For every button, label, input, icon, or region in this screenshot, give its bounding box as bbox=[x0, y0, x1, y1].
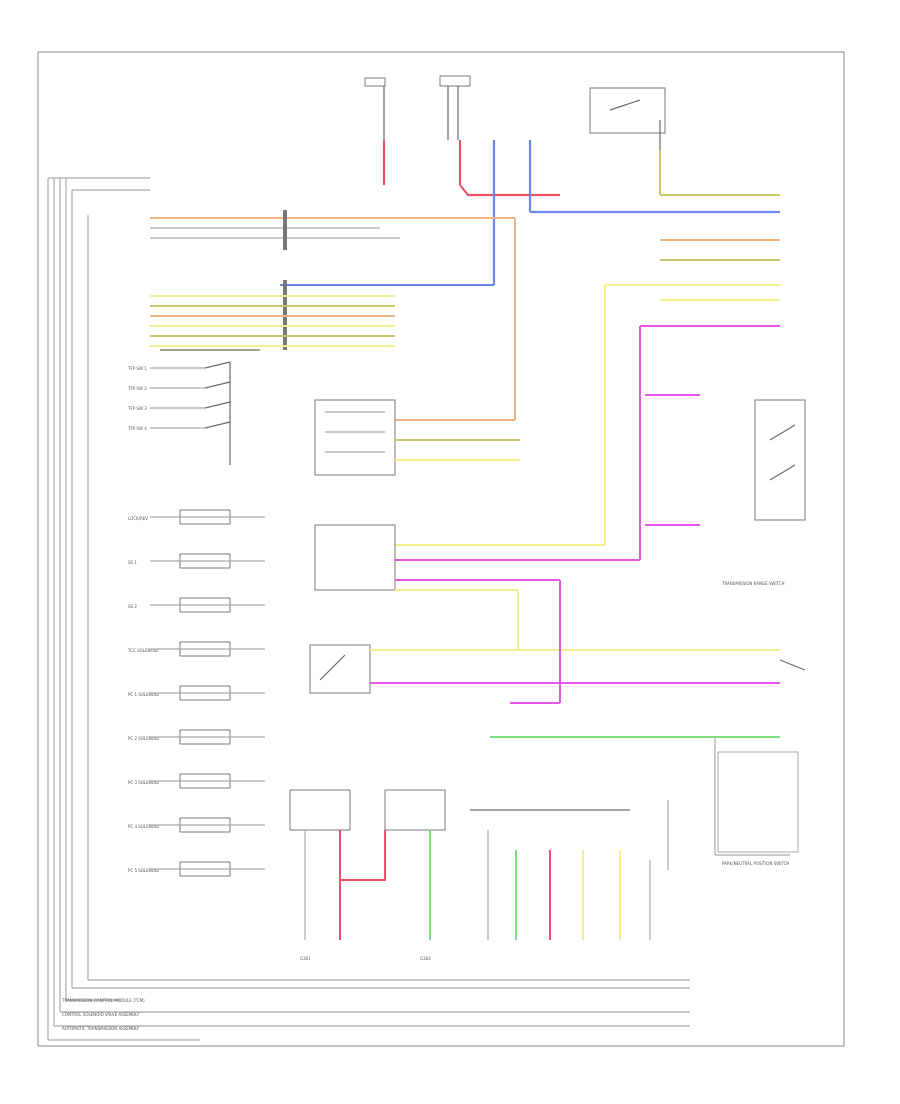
solenoid-label: TFP SW 3 bbox=[127, 406, 147, 411]
bottom-label-csv: CONTROL SOLENOID VALVE ASSEMBLY bbox=[62, 1012, 140, 1017]
right-bottom-label: PARK/NEUTRAL POSITION SWITCH bbox=[722, 861, 789, 866]
bottom-grounds: G301 G302 bbox=[300, 956, 431, 961]
solenoid-label: TCC SOLENOID bbox=[127, 648, 158, 653]
solenoid-label: TFP SW 2 bbox=[127, 386, 147, 391]
solenoid-label: LOCK/REV bbox=[128, 516, 148, 521]
ignition-switch-top-right bbox=[589, 87, 780, 196]
right-long-wires bbox=[395, 239, 780, 561]
bottom-label-ata: AUTOMATIC TRANSMISSION ASSEMBLY bbox=[62, 1026, 140, 1031]
solenoid-label: PC 1 SOLENOID bbox=[128, 692, 159, 697]
solenoid-label: PC 4 SOLENOID bbox=[128, 824, 159, 829]
mid-left-bundle bbox=[150, 295, 395, 347]
bottom-bus-labels: TRANSMISSION CONTROL MODULE (TCM) CONTRO… bbox=[61, 998, 145, 1031]
top-connectors bbox=[364, 75, 471, 140]
solenoid-label: PC 5 SOLENOID bbox=[128, 868, 159, 873]
tfp-switches bbox=[150, 349, 260, 465]
left-bus-wires bbox=[47, 177, 690, 1041]
range-switch bbox=[754, 399, 806, 671]
ground-label-2: G302 bbox=[420, 956, 431, 961]
ground-label-1: G301 bbox=[300, 956, 311, 961]
solenoid-label: SS 1 bbox=[128, 560, 137, 565]
bottom-pressure-sensors bbox=[289, 789, 446, 940]
mid-module bbox=[314, 399, 520, 476]
pin-strip bbox=[283, 210, 287, 350]
top-colored-feeds bbox=[382, 140, 780, 285]
solenoid-label: PC 2 SOLENOID bbox=[128, 736, 159, 741]
internal-mode-switches bbox=[470, 800, 669, 940]
solenoid-label: SS 2 bbox=[128, 604, 137, 609]
solenoid-label: PC 3 SOLENOID bbox=[128, 780, 159, 785]
park-neutral-switch: PARK/NEUTRAL POSITION SWITCH TRANSMISSIO… bbox=[717, 581, 799, 866]
right-mid-label: TRANSMISSION RANGE SWITCH bbox=[721, 581, 785, 586]
bottom-label-tcm: TRANSMISSION CONTROL MODULE (TCM) bbox=[61, 998, 145, 1003]
solenoid-label: TFP SW 4 bbox=[127, 426, 147, 431]
solenoid-label: TFP SW 1 bbox=[127, 366, 147, 371]
upper-horizontal-wires bbox=[150, 217, 516, 421]
tcm-internal-box bbox=[309, 524, 780, 704]
solenoid-stack: TFP SW 1 TFP SW 2 TFP SW 3 TFP SW 4 LOCK/REV… bbox=[127, 366, 265, 877]
green-data-wire bbox=[490, 736, 790, 856]
diagram-frame bbox=[37, 51, 845, 1047]
